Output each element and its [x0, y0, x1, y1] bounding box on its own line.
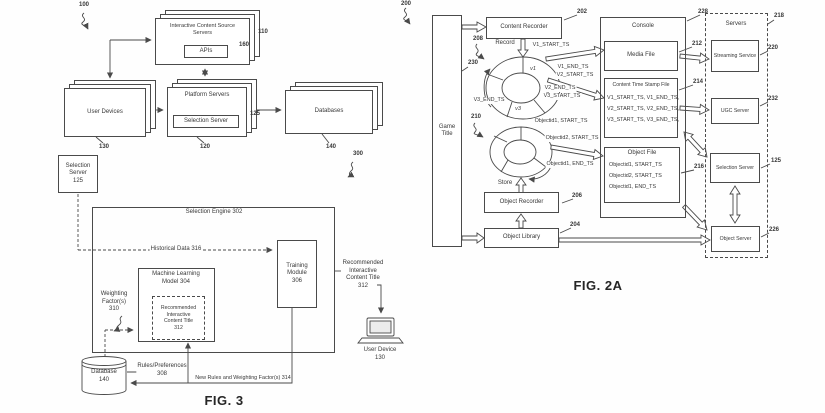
ref-120-platform-servers-label: 120	[199, 144, 211, 150]
weighting-factors-label: Weighting Factor(s) 310	[99, 291, 129, 314]
fig3-caption: FIG. 3	[204, 393, 244, 408]
object-library-box: Object Library	[484, 228, 559, 248]
training-module-label: Training Module 306	[286, 262, 308, 284]
laptop-icon	[357, 317, 404, 344]
media-file-box: Media File	[604, 41, 678, 71]
ref-100-label: 100	[78, 2, 90, 8]
obj2-start-label: Objectid2, START_TS	[544, 135, 600, 142]
ref-202-label: 202	[576, 9, 588, 15]
ref-228-label: 228	[697, 9, 709, 15]
ring1-v1-label: v1	[530, 66, 536, 72]
user-device-laptop-label: User Device 130	[363, 347, 397, 361]
v2-end-label: V2_END_TS	[543, 85, 577, 92]
ics-servers-label: Interactive Content Source Servers	[169, 23, 236, 36]
obj1-end-label: Objectid1, END_TS	[545, 161, 595, 168]
ref-130-user-devices-label: 130	[98, 144, 110, 150]
ref-230-label: 230	[467, 60, 479, 66]
v1-end-label: V1_END_TS	[556, 64, 590, 71]
selection-server-small-label: Selection Server 125	[65, 162, 91, 184]
historical-data-label: Historical Data 316	[149, 246, 203, 254]
selection-engine-box	[92, 207, 335, 353]
selection-server-inner-label: Selection Server	[183, 117, 229, 124]
platform-servers-box	[167, 87, 247, 137]
media-file-label: Media File	[627, 52, 655, 59]
v3-end-label: V3_END_TS	[472, 97, 506, 104]
recommended-out-label: Recommended Interactive Content Title 31…	[342, 260, 384, 289]
ref-125-selection-server-label: 125	[249, 111, 261, 117]
ref-232-label: 232	[767, 96, 779, 102]
user-devices-label: User Devices	[87, 108, 123, 115]
streaming-service-box: Streaming Service	[711, 40, 759, 72]
ref-160-label: 160	[238, 42, 250, 48]
object-file-title: Object File	[627, 150, 657, 156]
game-title-box: Game Title	[432, 15, 462, 247]
ref-214-label: 214	[692, 79, 704, 85]
selection-server-right-label: Selection Server	[715, 164, 755, 171]
ref-300-label: 300	[352, 151, 364, 157]
game-title-label: Game Title	[438, 123, 456, 138]
user-devices-box: User Devices	[64, 88, 146, 137]
fig2a-caption: FIG. 2A	[573, 278, 623, 293]
ref-200-label: 200	[400, 1, 412, 7]
database-cylinder-label: Database 140	[91, 369, 117, 383]
ref-208-label: 208	[472, 36, 484, 42]
new-rules-label: New Rules and Weighting Factor(s) 314	[194, 375, 292, 382]
content-recorder-label: Content Recorder	[500, 24, 548, 31]
selection-server-small-box: Selection Server 125	[58, 155, 98, 193]
ref-226-label: 226	[768, 227, 780, 233]
ctsf-title: Content Time Stamp File	[612, 82, 670, 88]
recommended-title-inner-box: Recommended Interactive Content Title 31…	[152, 296, 205, 340]
ring1-v3-label: v3	[515, 106, 521, 112]
database-cylinder-icon	[81, 356, 127, 395]
record-label: Record	[495, 40, 515, 46]
apis-box: APIs	[184, 45, 228, 58]
streaming-service-label: Streaming Service	[713, 52, 757, 59]
databases-label: Databases	[314, 108, 344, 115]
ref-216-label: 216	[693, 164, 705, 170]
ref-210-label: 210	[470, 114, 482, 120]
content-recorder-box: Content Recorder	[486, 17, 562, 39]
ref-220-label: 220	[767, 45, 779, 51]
object-file-box	[604, 147, 680, 203]
ref-212-label: 212	[691, 41, 703, 47]
object-server-box: Object Server	[711, 226, 760, 252]
console-label: Console	[631, 23, 655, 29]
selection-server-right-box: Selection Server	[710, 153, 760, 183]
servers-group-box	[705, 13, 768, 258]
selection-engine-label: Selection Engine 302	[185, 209, 243, 215]
ctsf-lines: V1_START_TS, V1_END_TS, V2_START_TS, V2_…	[607, 95, 680, 123]
object-server-label: Object Server	[719, 235, 752, 242]
ref-206-label: 206	[571, 193, 583, 199]
store-label: Store	[497, 180, 513, 186]
recommended-title-inner-label: Recommended Interactive Content Title 31…	[160, 305, 197, 331]
ugc-server-label: UGC Server	[720, 107, 750, 114]
training-module-box: Training Module 306	[277, 240, 317, 308]
ics-servers-box: Interactive Content Source Servers	[155, 18, 250, 65]
console-box	[600, 17, 686, 218]
object-file-lines: Objectid1, START_TS Objectid2, START_TS …	[609, 162, 662, 190]
servers-label: Servers	[725, 21, 747, 27]
selection-server-inner-box: Selection Server	[173, 115, 239, 128]
ref-204-label: 204	[569, 222, 581, 228]
apis-label: APIs	[199, 47, 213, 54]
ugc-server-box: UGC Server	[711, 98, 759, 124]
v3-start-label: V3_START_TS	[542, 93, 582, 100]
ml-model-label: Machine Learning Model 304	[152, 271, 200, 285]
v2-start-label: V2_START_TS	[555, 72, 595, 79]
databases-box: Databases	[285, 90, 373, 134]
v1-start-label: V1_START_TS	[532, 42, 570, 48]
ref-140-databases-label: 140	[325, 144, 337, 150]
platform-servers-label: Platform Servers	[184, 92, 230, 98]
ref-218-label: 218	[773, 13, 785, 19]
ref-125-right-label: 125	[770, 158, 782, 164]
object-library-label: Object Library	[502, 234, 541, 241]
object-recorder-box: Object Recorder	[484, 192, 559, 213]
ctsf-box	[604, 78, 678, 138]
object-recorder-label: Object Recorder	[499, 198, 544, 205]
rules-preferences-label: Rules/Preferences 308	[136, 363, 188, 378]
store-ring	[489, 126, 553, 178]
ref-110-label: 110	[258, 29, 268, 35]
obj1-start-label: Objectid1, START_TS	[533, 118, 589, 125]
